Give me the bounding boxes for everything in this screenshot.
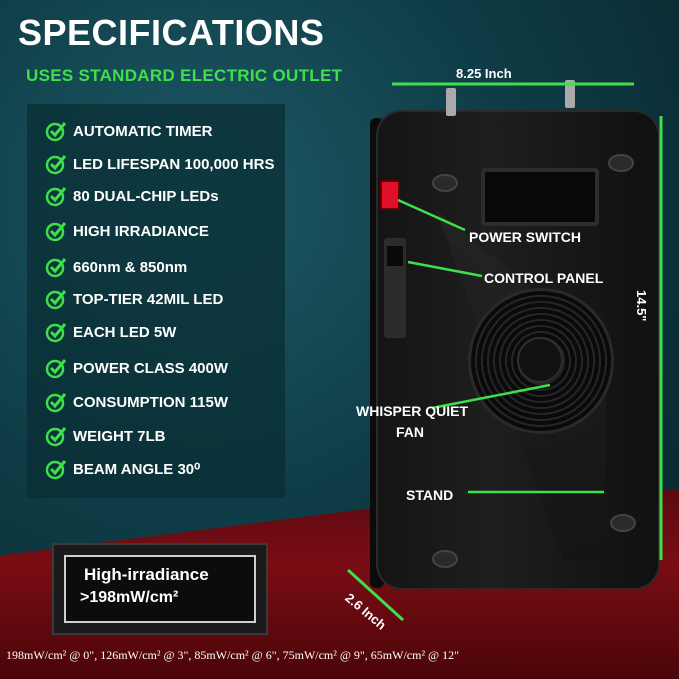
fan-callout-line1: WHISPER QUIET (356, 403, 469, 419)
control-panel (384, 238, 406, 338)
spec-label: POWER CLASS 400W (73, 359, 229, 377)
check-icon (45, 458, 67, 480)
spec-label: BEAM ANGLE 30⁰ (73, 461, 201, 478)
spec-label: 80 DUAL-CHIP LEDs (73, 187, 219, 205)
check-icon (45, 120, 67, 142)
connector (565, 80, 575, 108)
stand-callout: STAND (406, 487, 454, 503)
control-panel-callout: CONTROL PANEL (484, 270, 604, 286)
power-switch (380, 180, 400, 210)
spec-item: TOP-TIER 42MIL LED (45, 288, 223, 310)
spec-item: POWER CLASS 400W (45, 357, 228, 379)
check-icon (45, 425, 67, 447)
handle-vent (481, 168, 599, 226)
fan-callout-line2: FAN (396, 424, 424, 440)
irradiance-line2: >198mW/cm² (80, 589, 179, 606)
check-icon (45, 185, 67, 207)
spec-label: HIGH IRRADIANCE (73, 222, 209, 240)
check-icon (45, 220, 67, 242)
irradiance-inner: High-irradiance >198mW/cm² (64, 555, 256, 623)
check-icon (45, 288, 67, 310)
screw (432, 550, 458, 568)
spec-label: EACH LED 5W (73, 323, 177, 341)
fan-hub (517, 337, 563, 383)
fan-grille (468, 288, 614, 434)
connector (446, 88, 456, 116)
check-icon (45, 391, 67, 413)
spec-item: 80 DUAL-CHIP LEDs (45, 185, 219, 207)
check-icon (45, 153, 67, 175)
spec-item: LED LIFESPAN 100,000 HRS (45, 153, 274, 175)
check-icon (45, 256, 67, 278)
page-title: SPECIFICATIONS (18, 12, 325, 53)
irradiance-line1: High-irradiance (84, 565, 209, 584)
spec-item: EACH LED 5W (45, 321, 176, 343)
spec-label: LED LIFESPAN 100,000 HRS (73, 155, 275, 173)
spec-label: CONSUMPTION 115W (73, 393, 229, 411)
width-dimension: 8.25 Inch (456, 66, 512, 81)
device-back (376, 110, 660, 590)
check-icon (45, 357, 67, 379)
spec-item: BEAM ANGLE 30⁰ (45, 458, 200, 480)
irradiance-box: High-irradiance >198mW/cm² (52, 543, 268, 635)
spec-item: 660nm & 850nm (45, 256, 187, 278)
specs-panel: AUTOMATIC TIMER LED LIFESPAN 100,000 HRS… (27, 104, 285, 498)
irradiance-footnote: 198mW/cm² @ 0", 126mW/cm² @ 3", 85mW/cm²… (6, 648, 460, 662)
control-display (387, 246, 403, 266)
spec-item: HIGH IRRADIANCE (45, 220, 209, 242)
page-subtitle: USES STANDARD ELECTRIC OUTLET (26, 66, 343, 85)
spec-item: CONSUMPTION 115W (45, 391, 228, 413)
spec-item: WEIGHT 7LB (45, 425, 166, 447)
screw (608, 154, 634, 172)
check-icon (45, 321, 67, 343)
screw (610, 514, 636, 532)
height-dimension: 14.5" (634, 290, 649, 322)
spec-label: AUTOMATIC TIMER (73, 122, 213, 140)
spec-item: AUTOMATIC TIMER (45, 120, 212, 142)
spec-label: TOP-TIER 42MIL LED (73, 290, 224, 308)
power-switch-callout: POWER SWITCH (469, 229, 581, 245)
screw (432, 174, 458, 192)
spec-label: 660nm & 850nm (73, 258, 188, 276)
spec-label: WEIGHT 7LB (73, 427, 166, 445)
